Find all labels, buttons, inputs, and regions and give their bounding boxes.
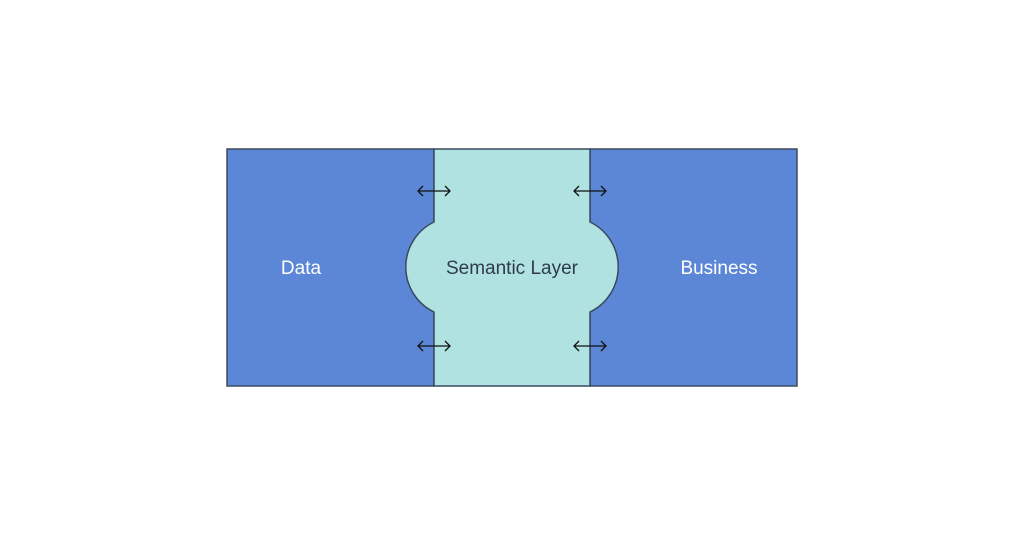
semantic-layer-block bbox=[405, 148, 619, 387]
business-block bbox=[589, 148, 798, 387]
double-arrow-icon bbox=[573, 185, 607, 197]
double-arrow-icon bbox=[417, 185, 451, 197]
double-arrow-icon bbox=[573, 340, 607, 352]
data-block bbox=[226, 148, 435, 387]
double-arrow-icon bbox=[417, 340, 451, 352]
semantic-layer-label: Semantic Layer bbox=[446, 258, 579, 279]
business-label: Business bbox=[680, 258, 757, 279]
data-label: Data bbox=[281, 258, 322, 279]
